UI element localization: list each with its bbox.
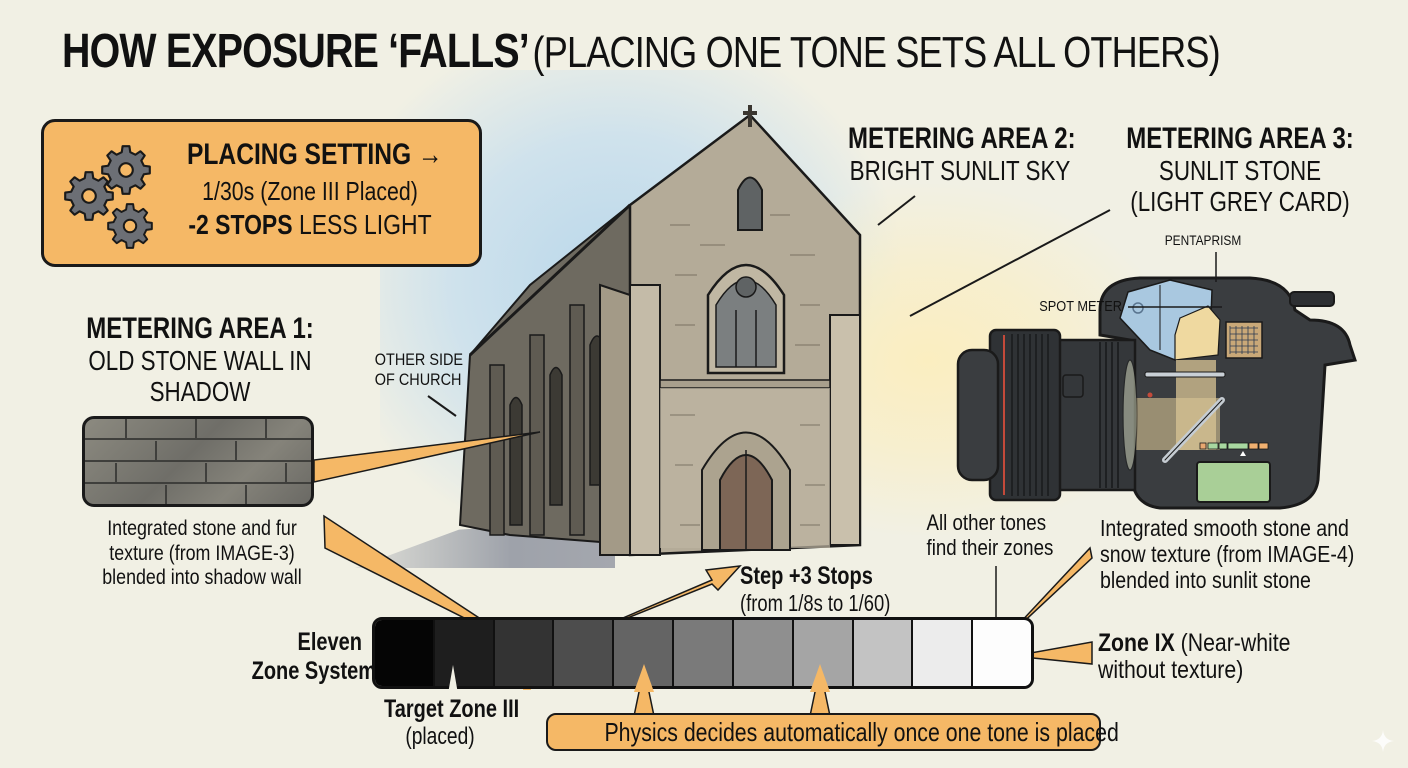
caption-line: blended into sunlit stone [1100, 566, 1311, 593]
pentaprism-label-text: PENTAPRISM [1164, 232, 1242, 248]
zone-10 [973, 620, 1031, 686]
zone-5 [674, 620, 734, 686]
shadow-stone-texture-swatch [82, 416, 314, 507]
zone-9 [913, 620, 974, 686]
caption-line: blended into shadow wall [102, 566, 302, 590]
placing-setting-text: PLACING SETTING → 1/30s (Zone III Placed… [160, 138, 460, 241]
physics-note-box: Physics decides automatically once one t… [546, 713, 1119, 751]
zone9-line2: without texture) [1098, 656, 1244, 684]
church-illustration [458, 105, 862, 557]
title-subtitle: (PLACING ONE TONE SETS ALL OTHERS) [532, 28, 1221, 77]
metering-area-3-caption: Integrated smooth stone and snow texture… [1100, 515, 1399, 593]
metering-area-3-heading: METERING AREA 3: [1126, 122, 1354, 155]
zone-scale [372, 617, 1034, 689]
step-heading: Step +3 Stops [740, 562, 873, 590]
zone-1 [434, 620, 495, 686]
stops-bold: -2 STOPS [188, 209, 293, 240]
zone-label-line: Eleven [297, 628, 362, 656]
physics-note-text: Physics decides automatically once one t… [604, 717, 1119, 747]
placing-setting-box [41, 119, 482, 267]
church-note-line: OF CHURCH [374, 369, 462, 389]
page-title: HOW EXPOSURE ‘FALLS’ (PLACING ONE TONE S… [62, 24, 1408, 84]
zone9-rest: (Near-white [1174, 629, 1291, 657]
dslr-camera-cutaway [956, 276, 1357, 510]
metering-area-1-line2: SHADOW [149, 375, 251, 407]
target-zone-label: Target Zone III (placed) [370, 695, 520, 750]
metering-area-3-line2: (LIGHT GREY CARD) [1130, 185, 1350, 217]
zone-0 [375, 620, 435, 686]
metering-area-1-caption: Integrated stone and fur texture (from I… [62, 517, 342, 591]
zone9-bold: Zone IX [1098, 629, 1175, 657]
zone-ix-note: Zone IX (Near-white without texture) [1098, 630, 1324, 684]
step-stops-label: Step +3 Stops (from 1/8s to 1/60) [740, 562, 928, 616]
zone-3 [554, 620, 615, 686]
sparkle-icon [1372, 730, 1394, 752]
other-tones-line: find their zones [926, 534, 1054, 560]
setting-shutter: 1/30s (Zone III Placed) [202, 176, 418, 206]
exposure-meter-bar [1199, 442, 1269, 456]
step-sub: (from 1/8s to 1/60) [740, 589, 891, 616]
church-note-line: OTHER SIDE [374, 350, 464, 369]
metering-area-3-line1: SUNLIT STONE [1158, 155, 1322, 186]
zone-4 [614, 620, 675, 686]
setting-stops: -2 STOPS LESS LIGHT [187, 209, 433, 241]
metering-area-2-line1: BRIGHT SUNLIT SKY [849, 155, 1071, 186]
caption-line: Integrated smooth stone and [1100, 515, 1349, 541]
caption-line: Integrated stone and fur [107, 517, 297, 540]
zone-7 [793, 620, 854, 686]
zone-label-line: Zone System [251, 656, 377, 685]
spot-meter-label-text: SPOT METER [1039, 298, 1122, 315]
metering-area-1-heading: METERING AREA 1: [86, 312, 314, 345]
caption-line: snow texture (from IMAGE-4) [1100, 540, 1355, 567]
caption-line: texture (from IMAGE-3) [109, 541, 295, 565]
other-tones-line: All other tones [926, 510, 1047, 535]
title-bold: HOW EXPOSURE ‘FALLS’ [62, 25, 530, 78]
metering-area-2-label: METERING AREA 2: BRIGHT SUNLIT SKY [820, 122, 1100, 187]
spot-meter-label: SPOT METER [1032, 298, 1129, 315]
stops-rest: LESS LIGHT [292, 209, 432, 240]
zone-6 [733, 620, 794, 686]
metering-area-1-label: METERING AREA 1: OLD STONE WALL IN SHADO… [40, 312, 360, 408]
gears-icon [64, 145, 153, 249]
eleven-zone-system-label: Eleven Zone System [224, 628, 377, 686]
metering-area-2-heading: METERING AREA 2: [848, 122, 1076, 155]
target-zone-heading: Target Zone III [384, 695, 520, 723]
zone-2 [494, 620, 555, 686]
zone-8 [853, 620, 914, 686]
other-tones-note: All other tones find their zones [916, 510, 1056, 560]
pentaprism-label: PENTAPRISM [1158, 232, 1248, 248]
setting-heading: PLACING SETTING → [187, 138, 443, 171]
metering-area-3-label: METERING AREA 3: SUNLIT STONE (LIGHT GRE… [1090, 122, 1390, 218]
other-side-of-church-note: OTHER SIDE OF CHURCH [368, 350, 464, 389]
metering-area-1-line1: OLD STONE WALL IN [88, 345, 312, 376]
target-zone-sub: (placed) [405, 722, 475, 750]
